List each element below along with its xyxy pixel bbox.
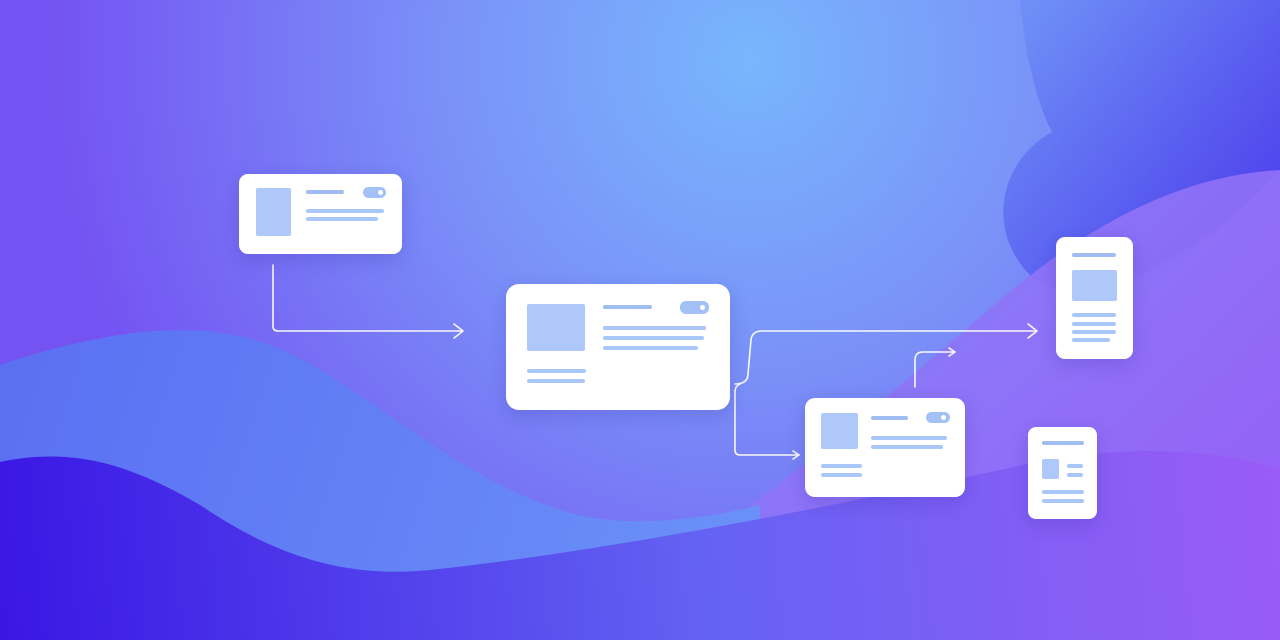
node-2-text-line-1 xyxy=(603,326,706,330)
node-1-text-line-1 xyxy=(306,209,384,213)
bg-wave-bottom xyxy=(0,451,1280,640)
node-4-text-line-3 xyxy=(1072,330,1116,334)
node-2-image-placeholder xyxy=(527,304,585,351)
node-4-image-placeholder xyxy=(1072,270,1117,301)
node-3-text-line-2 xyxy=(871,445,943,449)
node-2-title-line xyxy=(603,305,652,309)
node-4-title-line xyxy=(1072,253,1116,257)
node-2-footer-line-1 xyxy=(527,369,586,373)
node-3-toggle-knob xyxy=(941,415,946,420)
node-3-text-line-1 xyxy=(871,436,947,440)
node-3-title-line xyxy=(871,416,908,420)
node-2-footer-line-2 xyxy=(527,379,585,383)
node-2-toggle-knob xyxy=(700,305,705,310)
node-4-text-line-1 xyxy=(1072,313,1116,317)
node-2-text-line-2 xyxy=(603,336,704,340)
node-4-text-line-2 xyxy=(1072,322,1116,326)
node-1-toggle-knob xyxy=(378,190,383,195)
node-5-side-line-2 xyxy=(1067,473,1083,477)
node-1-toggle[interactable] xyxy=(363,187,386,198)
node-3-footer-line-1 xyxy=(821,464,862,468)
node-1-text-line-2 xyxy=(306,217,378,221)
node-3-footer-line-2 xyxy=(821,473,862,477)
node-3-toggle[interactable] xyxy=(926,412,950,423)
node-2-card[interactable] xyxy=(506,284,730,410)
node-2-toggle[interactable] xyxy=(680,301,709,314)
node-5-card[interactable] xyxy=(1028,427,1097,519)
node-5-text-line-2 xyxy=(1042,499,1084,503)
node-3-image-placeholder xyxy=(821,413,858,449)
node-3-card[interactable] xyxy=(805,398,965,497)
node-4-text-line-4 xyxy=(1072,338,1110,342)
node-5-image-placeholder xyxy=(1042,459,1059,479)
node-1-title-line xyxy=(306,190,344,194)
node-5-title-line xyxy=(1042,441,1084,445)
node-1-card[interactable] xyxy=(239,174,402,254)
node-5-side-line-1 xyxy=(1067,464,1083,468)
node-1-image-placeholder xyxy=(256,188,291,236)
node-2-text-line-3 xyxy=(603,346,698,350)
node-5-text-line-1 xyxy=(1042,490,1084,494)
node-4-card[interactable] xyxy=(1056,237,1133,359)
